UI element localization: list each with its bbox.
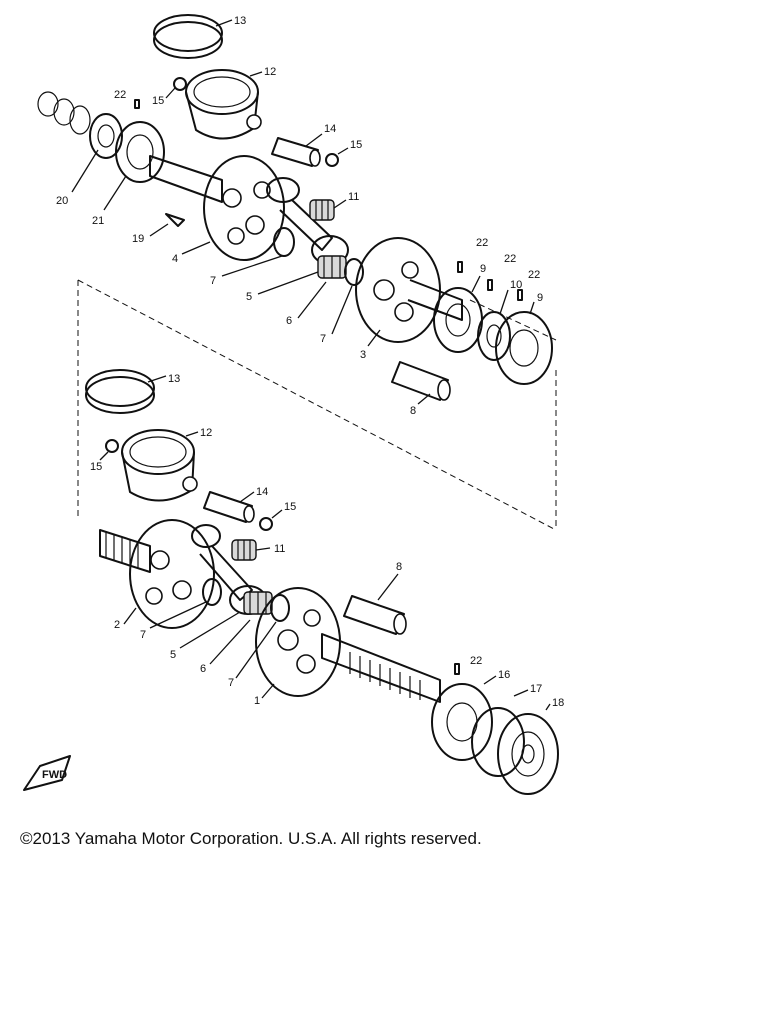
callout-4: 4	[172, 253, 178, 265]
crank-pin-upper	[391, 361, 451, 405]
callout-7-upper-a: 7	[210, 275, 216, 287]
locator-pin-22c	[487, 279, 493, 291]
callout-15-lower-left: 15	[90, 461, 102, 473]
callout-9-upper-a: 9	[480, 263, 486, 275]
circlip-lower-left	[99, 439, 119, 461]
callout-5-upper: 5	[246, 291, 252, 303]
callout-13-lower: 13	[168, 373, 180, 385]
callout-12-upper: 12	[264, 66, 276, 78]
output-shaft-lower	[321, 633, 441, 703]
callout-1: 1	[254, 695, 260, 707]
callout-6-lower: 6	[200, 663, 206, 675]
callout-19: 19	[132, 233, 144, 245]
big-end-bearing-upper	[221, 227, 364, 335]
callout-22-upper-left: 22	[114, 89, 126, 101]
fwd-arrow-icon: FWD	[23, 755, 71, 791]
needle-bearing-upper-small	[309, 199, 347, 221]
woodruff-key	[149, 213, 185, 237]
callout-5-lower: 5	[170, 649, 176, 661]
callout-8-upper: 8	[410, 405, 416, 417]
callout-6-upper: 6	[286, 315, 292, 327]
shim-17	[471, 689, 529, 777]
callout-18: 18	[552, 697, 564, 709]
callout-15-lower-right: 15	[284, 501, 296, 513]
locator-pin-upper-left	[134, 99, 140, 109]
circlip-upper-left	[165, 77, 187, 99]
seal-18	[497, 703, 559, 795]
callout-7-upper-b: 7	[320, 333, 326, 345]
callout-7-lower-b: 7	[228, 677, 234, 689]
callout-15-upper-left: 15	[152, 95, 164, 107]
crank-web-4	[181, 155, 285, 261]
locator-pin-22b	[457, 261, 463, 273]
piston-pin-lower	[203, 491, 255, 523]
callout-22-lower: 22	[470, 655, 482, 667]
svg-text:FWD: FWD	[42, 769, 67, 781]
callout-8-lower: 8	[396, 561, 402, 573]
callout-22-upper-c: 22	[504, 253, 516, 265]
crank-web-2	[123, 519, 215, 629]
callout-22-upper-d: 22	[528, 269, 540, 281]
piston-lower	[121, 429, 199, 502]
left-bearing-seal	[37, 91, 165, 211]
callout-14-lower: 14	[256, 486, 268, 498]
callout-11-upper: 11	[348, 191, 359, 203]
crank-pin-lower	[343, 573, 407, 635]
locator-pin-22d	[517, 289, 523, 301]
main-bearing-lower	[431, 675, 497, 761]
piston-rings-lower	[85, 369, 167, 414]
callout-14-upper: 14	[324, 123, 336, 135]
locator-pin-22e	[454, 663, 460, 675]
callout-7-lower-a: 7	[140, 629, 146, 641]
output-spline-lower	[99, 529, 151, 573]
connecting-rod-upper	[266, 177, 349, 265]
piston-upper	[185, 69, 263, 140]
crankshaft-exploded-diagram: FWD 13 12 22 15 14 15 20 21 11 19 4 7 22…	[23, 14, 564, 795]
circlip-lower-right	[259, 509, 283, 531]
callout-3: 3	[360, 349, 366, 361]
circlip-upper-right	[325, 147, 349, 167]
main-bearings-upper	[433, 275, 553, 385]
callout-20: 20	[56, 195, 68, 207]
callout-9-upper-b: 9	[537, 292, 543, 304]
piston-rings-upper	[153, 14, 233, 59]
callout-22-upper-b: 22	[476, 237, 488, 249]
needle-bearing-lower-small	[231, 539, 271, 561]
piston-pin-upper	[271, 133, 323, 167]
alignment-line-pin	[469, 299, 557, 341]
callout-17: 17	[530, 683, 542, 695]
callout-21: 21	[92, 215, 104, 227]
callout-15-upper-right: 15	[350, 139, 362, 151]
crank-shaft-stub-upper	[149, 155, 223, 203]
callout-2: 2	[114, 619, 120, 631]
callout-12-lower: 12	[200, 427, 212, 439]
callout-10: 10	[510, 279, 522, 291]
callout-16: 16	[498, 669, 510, 681]
callout-11-lower: 11	[274, 543, 285, 555]
crank-web-1	[255, 587, 341, 699]
copyright-notice: ©2013 Yamaha Motor Corporation. U.S.A. A…	[20, 829, 482, 848]
callout-13-upper: 13	[234, 15, 246, 27]
